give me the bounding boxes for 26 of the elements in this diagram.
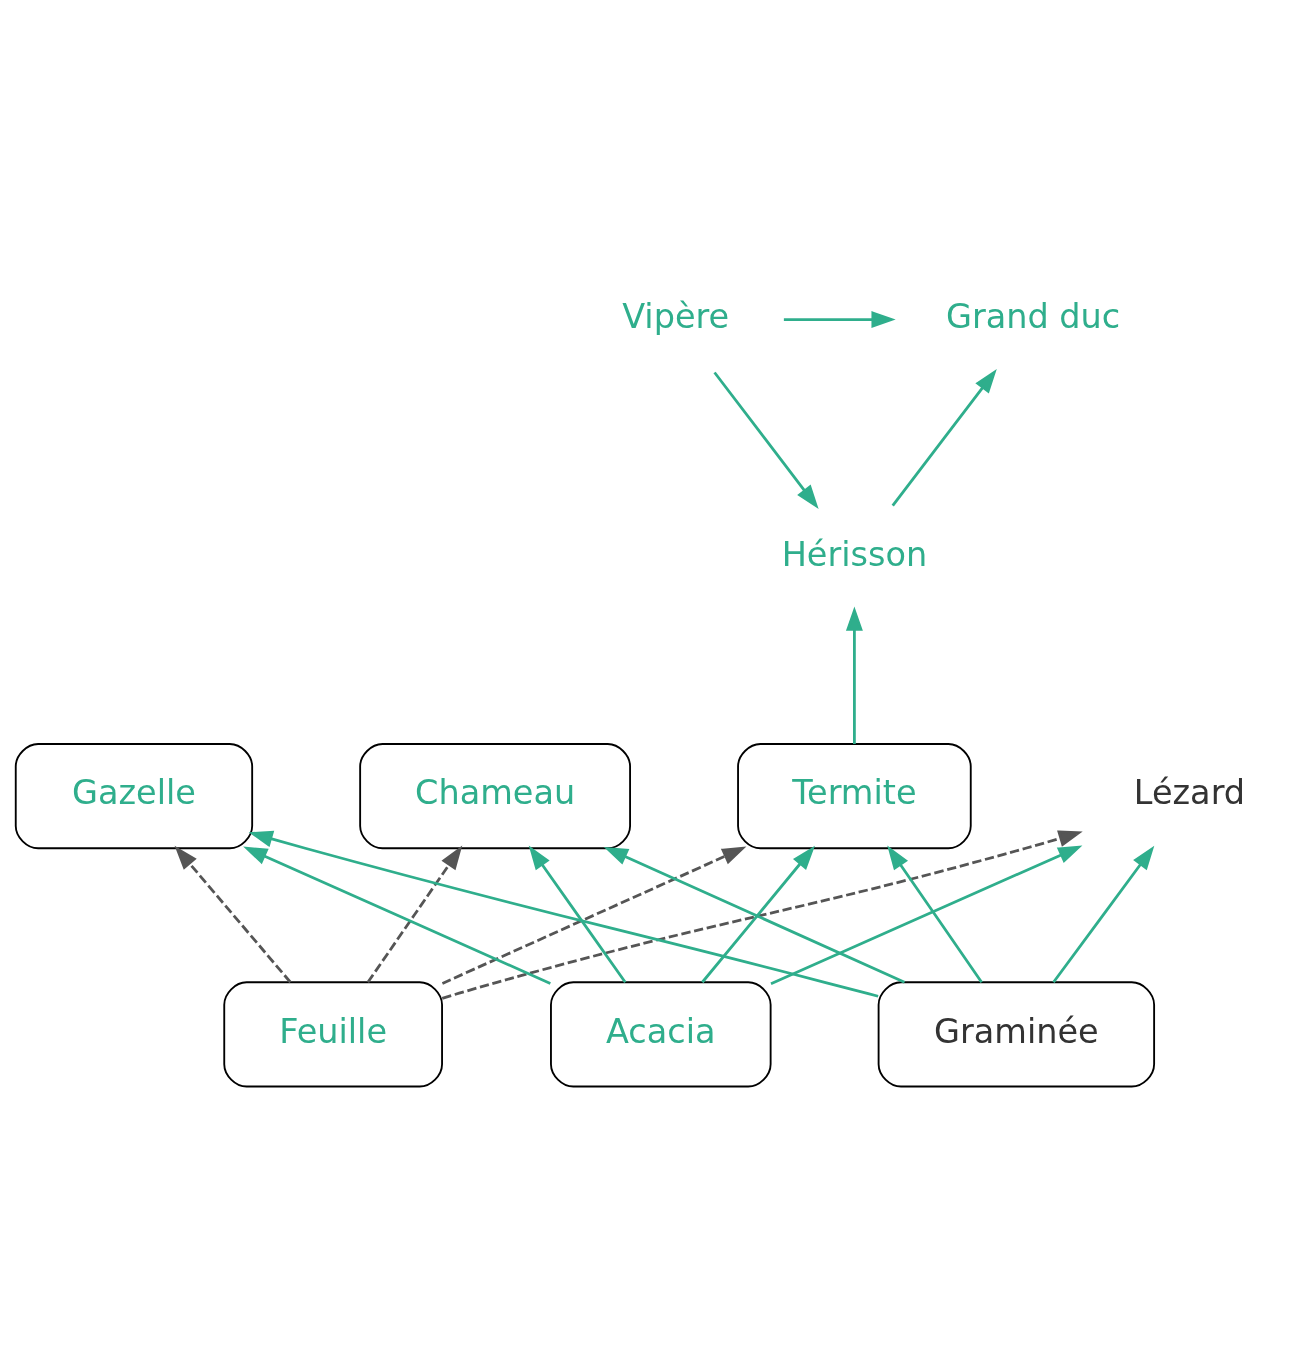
node-box: Graminée [877,981,1156,1088]
arrow [366,845,463,984]
arrow [243,846,551,985]
node-box: Acacia [550,981,772,1088]
arrow [770,845,1083,985]
node-box: Chameau [359,743,631,850]
arrow [845,606,863,744]
arrow [701,845,815,984]
arrow [1052,845,1155,984]
node-text: Hérisson [781,535,928,575]
node-text: Grand duc [945,296,1121,336]
arrow [713,371,819,510]
arrow [891,369,997,507]
node-box: Termite [737,743,972,850]
arrow [887,845,983,984]
arrow [441,830,1083,1000]
arrow [174,845,292,984]
arrow [248,830,879,998]
arrow [603,846,906,984]
node-box: Gazelle [14,743,254,850]
node-text: Lézard [1133,773,1246,813]
node-text: Vipère [622,296,730,336]
arrow [783,311,896,329]
arrow [441,846,747,985]
node-box: Feuille [223,981,443,1088]
arrow [528,845,627,984]
